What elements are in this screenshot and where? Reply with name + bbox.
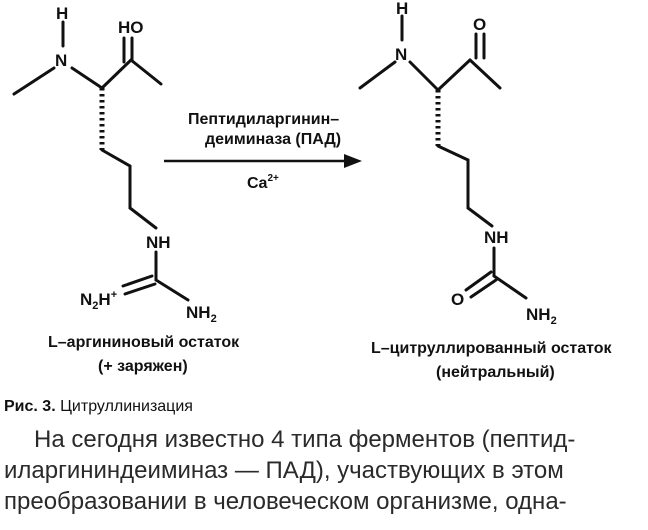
arginine-charge-label: (+ заряжен) xyxy=(98,358,188,375)
body-line-1: На сегодня известно 4 типа ферментов (пе… xyxy=(34,426,576,453)
body-paragraph: На сегодня известно 4 типа ферментов (пе… xyxy=(4,424,648,517)
citrulline-n-label: N xyxy=(395,45,407,64)
citrulline-nh-label: NH xyxy=(484,228,509,247)
arginine-n2h-label: N2H+ xyxy=(80,289,117,312)
citrulline-o-label: O xyxy=(473,15,486,34)
citrulline-charge-label: (нейтральный) xyxy=(436,364,555,381)
figure-caption: Рис. 3. Цитруллинизация xyxy=(4,398,193,416)
reaction-arrow xyxy=(164,154,362,168)
arginine-ho-label: HO xyxy=(118,18,144,37)
citrulline-nh2-label: NH2 xyxy=(526,305,557,327)
arginine-structure xyxy=(12,20,190,302)
citrulline-residue-label: L–цитруллированный остаток xyxy=(371,340,613,357)
arginine-n-label: N xyxy=(55,51,67,70)
citrullination-reaction-scheme: H N HO NH N2H+ NH2 L–аргининовый остаток… xyxy=(12,0,613,381)
arginine-h-label: H xyxy=(56,4,68,23)
body-line-2: иларгининдеиминаз — ПАД), участвующих в … xyxy=(4,457,564,484)
figure-title: Цитруллинизация xyxy=(60,398,193,415)
citrulline-h-label: H xyxy=(396,0,408,18)
enzyme-name-line1: Пептидиларгинин– xyxy=(188,111,339,128)
arginine-nh2-label: NH2 xyxy=(186,303,217,325)
body-line-3: преобразовании в человеческом организме,… xyxy=(4,488,567,515)
enzyme-name-line2: деиминаза (ПАД) xyxy=(205,131,341,148)
citrulline-o2-label: O xyxy=(451,290,464,309)
cofactor-label: Ca2+ xyxy=(247,173,279,192)
citrulline-structure xyxy=(358,14,528,300)
arginine-residue-label: L–аргининовый остаток xyxy=(48,334,240,351)
arginine-nh-label: NH xyxy=(146,233,171,252)
figure-number: Рис. 3. xyxy=(4,398,56,415)
